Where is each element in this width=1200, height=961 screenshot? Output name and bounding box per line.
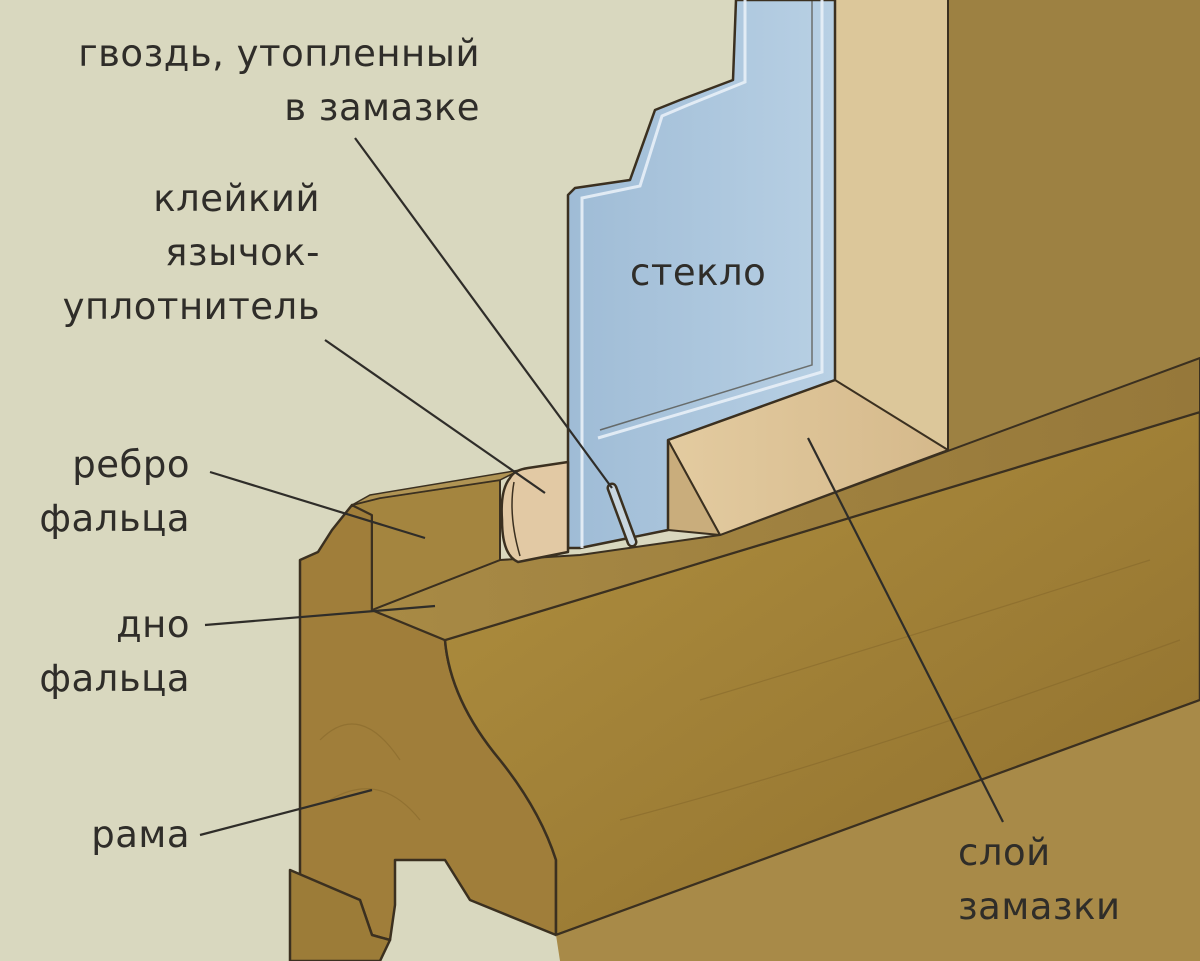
frame-lower-profile <box>556 700 1200 961</box>
label-nail-line: гвоздь, утопленный <box>78 32 480 75</box>
back-sash-face <box>948 0 1200 450</box>
label-nail-line: в замазке <box>284 86 480 129</box>
label-sealing-tongue-line: клейкий <box>153 177 320 220</box>
label-rebate-edge-line: ребро <box>72 443 190 486</box>
glass-pane <box>566 0 837 550</box>
label-rebate-edge-line: фальца <box>39 497 190 540</box>
label-sealing-tongue-line: уплотнитель <box>62 285 320 328</box>
rebate-edge-top <box>351 469 521 506</box>
label-frame: рама <box>10 808 190 862</box>
leader-rebate-edge <box>209 470 426 540</box>
wood-grain <box>319 559 1181 821</box>
label-sealing-tongue: клейкий язычок- уплотнитель <box>20 172 320 334</box>
leader-rebate-bottom <box>204 604 436 627</box>
putty-layer <box>667 379 949 536</box>
frame-front-face <box>443 410 1200 937</box>
frame <box>288 357 1200 961</box>
label-frame-line: рама <box>91 813 190 856</box>
label-sealing-tongue-line: язычок- <box>165 231 320 274</box>
label-nail: гвоздь, утопленный в замазке <box>40 27 480 135</box>
label-rebate-bottom-line: дно <box>116 603 190 646</box>
label-glass-line: стекло <box>630 251 767 294</box>
label-rebate-bottom: дно фальца <box>10 598 190 706</box>
back-sash-side <box>835 0 948 450</box>
leader-tongue <box>324 339 546 494</box>
glass-face <box>566 0 837 550</box>
label-rebate-bottom-line: фальца <box>39 657 190 700</box>
label-putty-layer-line: замазки <box>958 885 1121 928</box>
leader-putty <box>807 437 1004 823</box>
label-glass: стекло <box>630 246 766 300</box>
leader-nail <box>354 137 613 489</box>
sealing-tongue <box>500 460 570 564</box>
sealing-tongue-shape <box>500 460 570 564</box>
nail <box>606 482 638 548</box>
label-putty-layer-line: слой <box>958 831 1051 874</box>
glass-inner-edge <box>597 0 824 440</box>
leader-frame <box>199 788 373 837</box>
frame-lower-edge <box>555 699 1200 936</box>
glass-inner-edge <box>580 0 747 548</box>
label-putty-layer: слой замазки <box>958 826 1121 934</box>
label-rebate-edge: ребро фальца <box>10 438 190 546</box>
glass-inner-edge <box>599 0 813 431</box>
nail-shaft-highlight <box>609 485 635 545</box>
frame-lower-board <box>288 868 392 961</box>
leader-lines <box>199 137 1004 837</box>
sealing-tongue-fold <box>511 481 521 557</box>
